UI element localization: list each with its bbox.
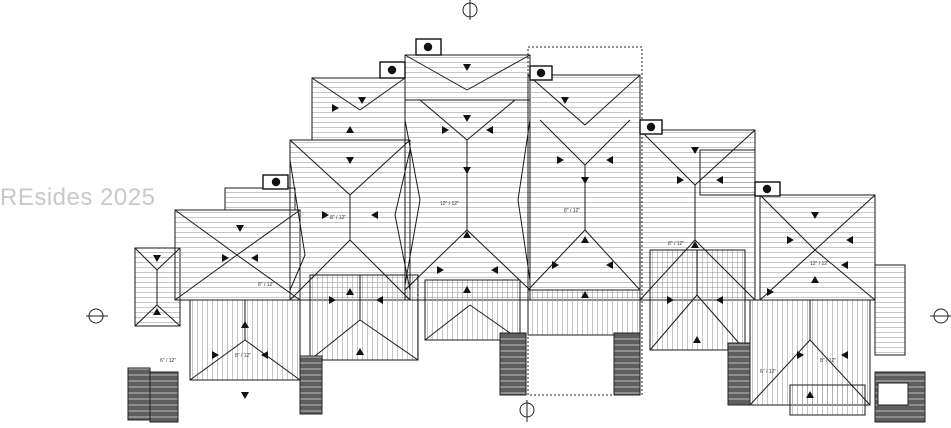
pitch-arrow-icon xyxy=(346,157,354,164)
pitch-arrow-icon xyxy=(787,236,794,244)
pitch-arrow-icon xyxy=(322,211,329,219)
pitch-arrow-icon xyxy=(716,296,723,304)
pitch-arrow-icon xyxy=(841,261,848,269)
pitch-arrow-icon xyxy=(846,236,853,244)
pitch-arrow-icon xyxy=(691,147,699,154)
pitch-labels: 8" / 12" 8" / 12" 12" / 12" 8" / 12" 8" … xyxy=(160,201,836,375)
pitch-arrow-icon xyxy=(486,126,493,134)
pitch-arrow-icon xyxy=(606,156,613,164)
pitch-arrow-icon xyxy=(241,392,249,399)
pitch-arrow-icon xyxy=(667,296,674,304)
pitch-arrow-icon xyxy=(581,177,589,184)
pitch-arrow-icon xyxy=(346,126,354,133)
pitch-arrow-icon xyxy=(581,236,589,243)
pitch-arrow-icon xyxy=(236,225,244,232)
pitch-arrows xyxy=(153,64,853,399)
pitch-label: 12" / 12" xyxy=(440,201,459,207)
pitch-arrow-icon xyxy=(356,348,364,355)
pitch-arrow-icon xyxy=(557,156,564,164)
pitch-label: 8" / 12" xyxy=(668,241,684,247)
pitch-arrow-icon xyxy=(251,254,258,262)
pitch-arrow-icon xyxy=(241,321,249,328)
pitch-arrow-icon xyxy=(261,351,268,359)
pitch-arrow-icon xyxy=(153,308,161,315)
pitch-label: 8" / 12" xyxy=(564,208,580,214)
pitch-arrow-icon xyxy=(581,291,589,298)
pitch-arrow-icon xyxy=(806,391,814,398)
pitch-arrow-icon xyxy=(463,167,471,174)
pitch-label: 8" / 12" xyxy=(820,358,836,364)
pitch-arrow-icon xyxy=(767,288,774,296)
pitch-arrow-icon xyxy=(376,296,383,304)
pitch-arrow-icon xyxy=(463,115,471,122)
pitch-label: 8" / 12" xyxy=(330,215,346,221)
pitch-label: 12" / 12" xyxy=(810,261,829,267)
pitch-arrow-icon xyxy=(346,288,354,295)
pitch-arrow-icon xyxy=(561,97,569,104)
pitch-arrow-icon xyxy=(811,276,819,283)
ridge-lines xyxy=(134,54,876,406)
pitch-arrow-icon xyxy=(552,261,559,269)
pitch-arrow-icon xyxy=(222,254,229,262)
highlighted-unit-outline xyxy=(527,46,643,396)
chimney-icon xyxy=(262,38,781,197)
pitch-arrow-icon xyxy=(463,64,471,71)
section-marker-icon xyxy=(86,0,951,422)
pitch-arrow-icon xyxy=(437,266,444,274)
pitch-arrow-icon xyxy=(491,266,498,274)
pitch-arrow-icon xyxy=(442,126,449,134)
pitch-arrow-icon xyxy=(841,351,848,359)
pitch-arrow-icon xyxy=(606,261,613,269)
staircase-icon xyxy=(127,332,926,423)
pitch-arrow-icon xyxy=(212,351,219,359)
pitch-arrow-icon xyxy=(677,176,684,184)
pitch-label: 6" / 12" xyxy=(760,369,776,375)
pitch-arrow-icon xyxy=(463,231,471,238)
pitch-arrow-icon xyxy=(329,296,336,304)
pitch-arrow-icon xyxy=(693,336,701,343)
pitch-arrow-icon xyxy=(797,351,804,359)
pitch-arrow-icon xyxy=(811,212,819,219)
pitch-arrow-icon xyxy=(716,176,723,184)
pitch-arrow-icon xyxy=(691,241,699,248)
pitch-arrow-icon xyxy=(371,211,378,219)
pitch-label: 8" / 12" xyxy=(235,353,251,359)
pitch-label: 8" / 12" xyxy=(258,282,274,288)
pitch-arrow-icon xyxy=(153,255,161,262)
pitch-arrow-icon xyxy=(332,104,339,112)
pitch-arrow-icon xyxy=(358,97,366,104)
pitch-arrow-icon xyxy=(463,286,471,293)
pitch-label: 6" / 12" xyxy=(160,358,176,364)
